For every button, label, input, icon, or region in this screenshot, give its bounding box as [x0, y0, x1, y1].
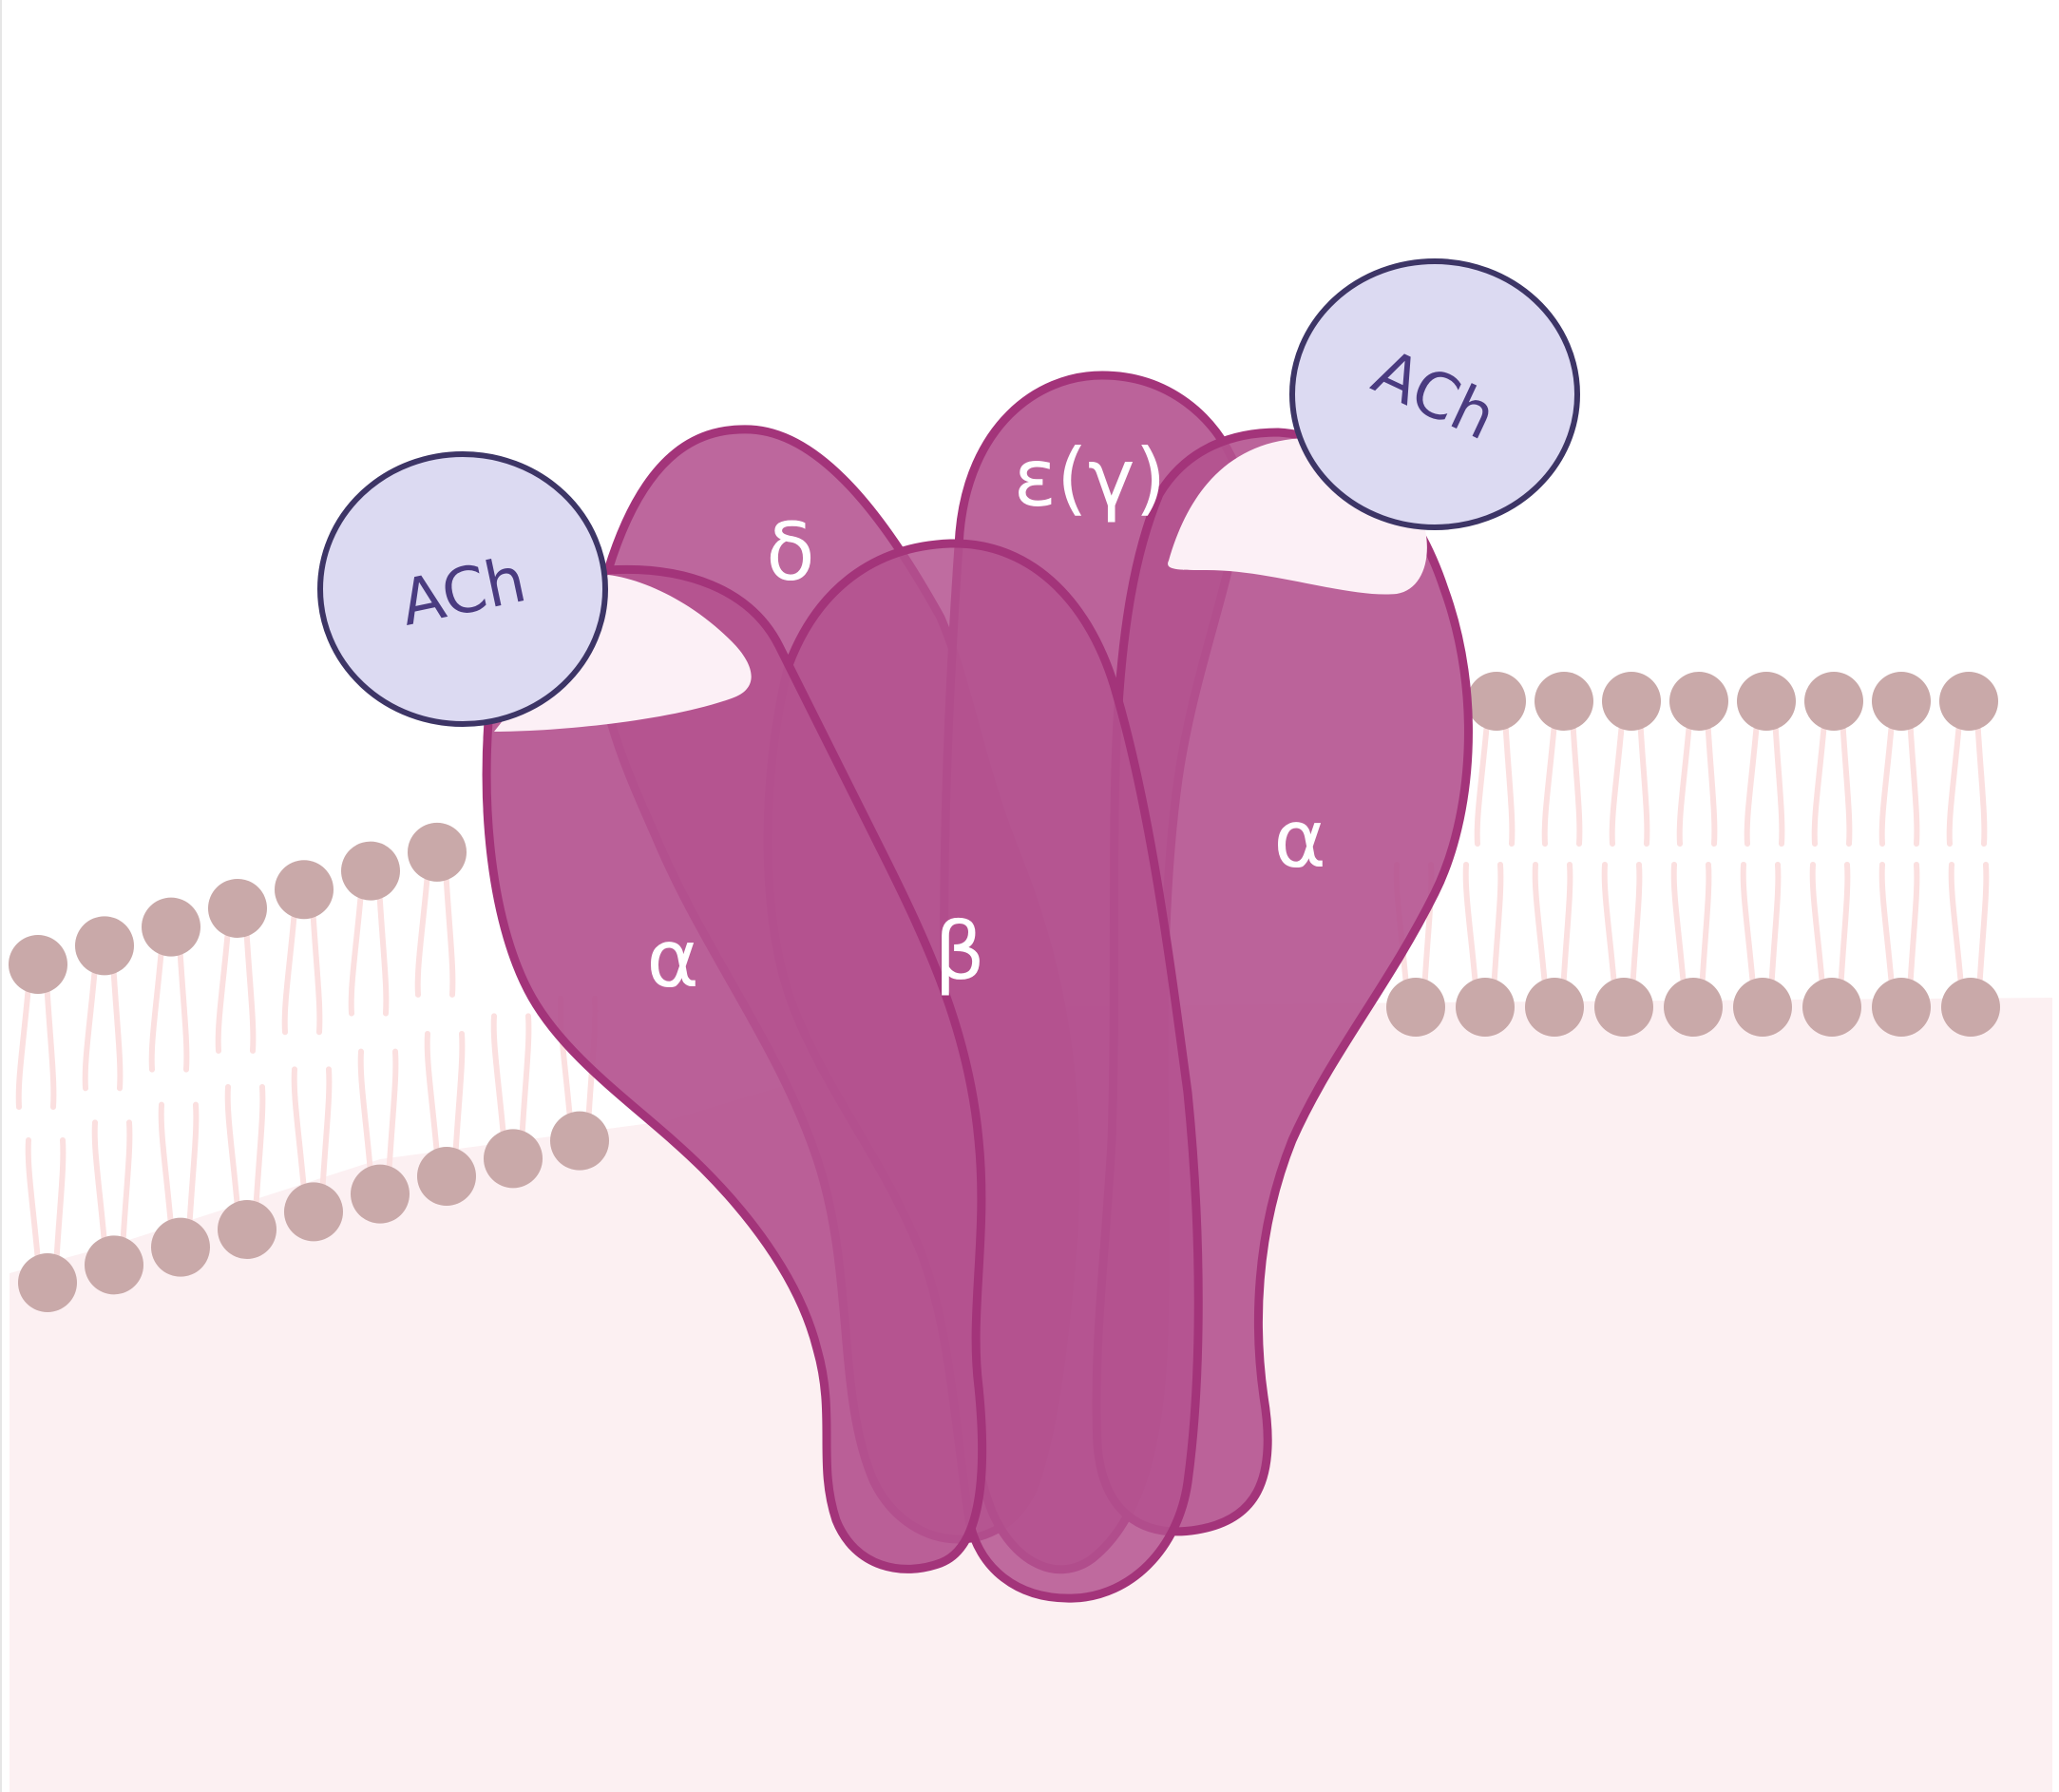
lipid-head: [1669, 672, 1728, 731]
lipid-head: [1525, 978, 1584, 1037]
epsilon-gamma-label: ε(γ): [1014, 431, 1167, 524]
lipid-head: [151, 1217, 210, 1277]
lipid-head: [1664, 978, 1723, 1037]
lipid-head: [1456, 978, 1515, 1037]
lipid-head: [341, 841, 400, 901]
lipid-head: [1594, 978, 1653, 1037]
beta-label: β: [934, 905, 985, 998]
lipid-head: [1535, 672, 1593, 731]
lipid-head: [408, 822, 467, 882]
receptor-complex: α α β δ ε(γ): [482, 371, 1473, 1603]
lipid-head: [351, 1164, 410, 1224]
lipid-head: [1386, 978, 1445, 1037]
lipid-head: [417, 1147, 476, 1206]
lipid-head: [1941, 978, 2000, 1037]
lipid-head: [284, 1182, 343, 1242]
lipid-head: [208, 878, 267, 938]
alpha-right-label: α: [1273, 792, 1325, 886]
lipid-head: [1733, 978, 1792, 1037]
lipid-head: [1872, 978, 1931, 1037]
lipid-head: [1737, 672, 1796, 731]
lipid-bilayer-heads: [9, 672, 2000, 1312]
lipid-head: [1802, 978, 1861, 1037]
alpha-subunit-left: [482, 564, 987, 1573]
lipid-head: [484, 1129, 543, 1189]
delta-label: δ: [766, 505, 814, 599]
lipid-head: [1872, 672, 1931, 731]
lipid-head: [142, 897, 200, 957]
lipid-head: [1467, 672, 1526, 731]
ach-circle-left: [317, 451, 608, 727]
lipid-head: [75, 916, 134, 976]
lipid-head: [275, 860, 334, 920]
ach-circle-right: [1289, 258, 1580, 530]
alpha-left-label: α: [646, 912, 698, 1005]
lipid-head: [9, 935, 67, 994]
lipid-head: [550, 1111, 609, 1171]
lipid-head: [1939, 672, 1998, 731]
lipid-head: [218, 1200, 276, 1259]
lipid-head: [18, 1253, 77, 1312]
lipid-head: [85, 1235, 143, 1295]
lipid-head: [1804, 672, 1863, 731]
ach-ligand-left: ACh: [317, 451, 608, 727]
ach-ligand-right: ACh: [1289, 258, 1580, 530]
lipid-head: [1602, 672, 1661, 731]
